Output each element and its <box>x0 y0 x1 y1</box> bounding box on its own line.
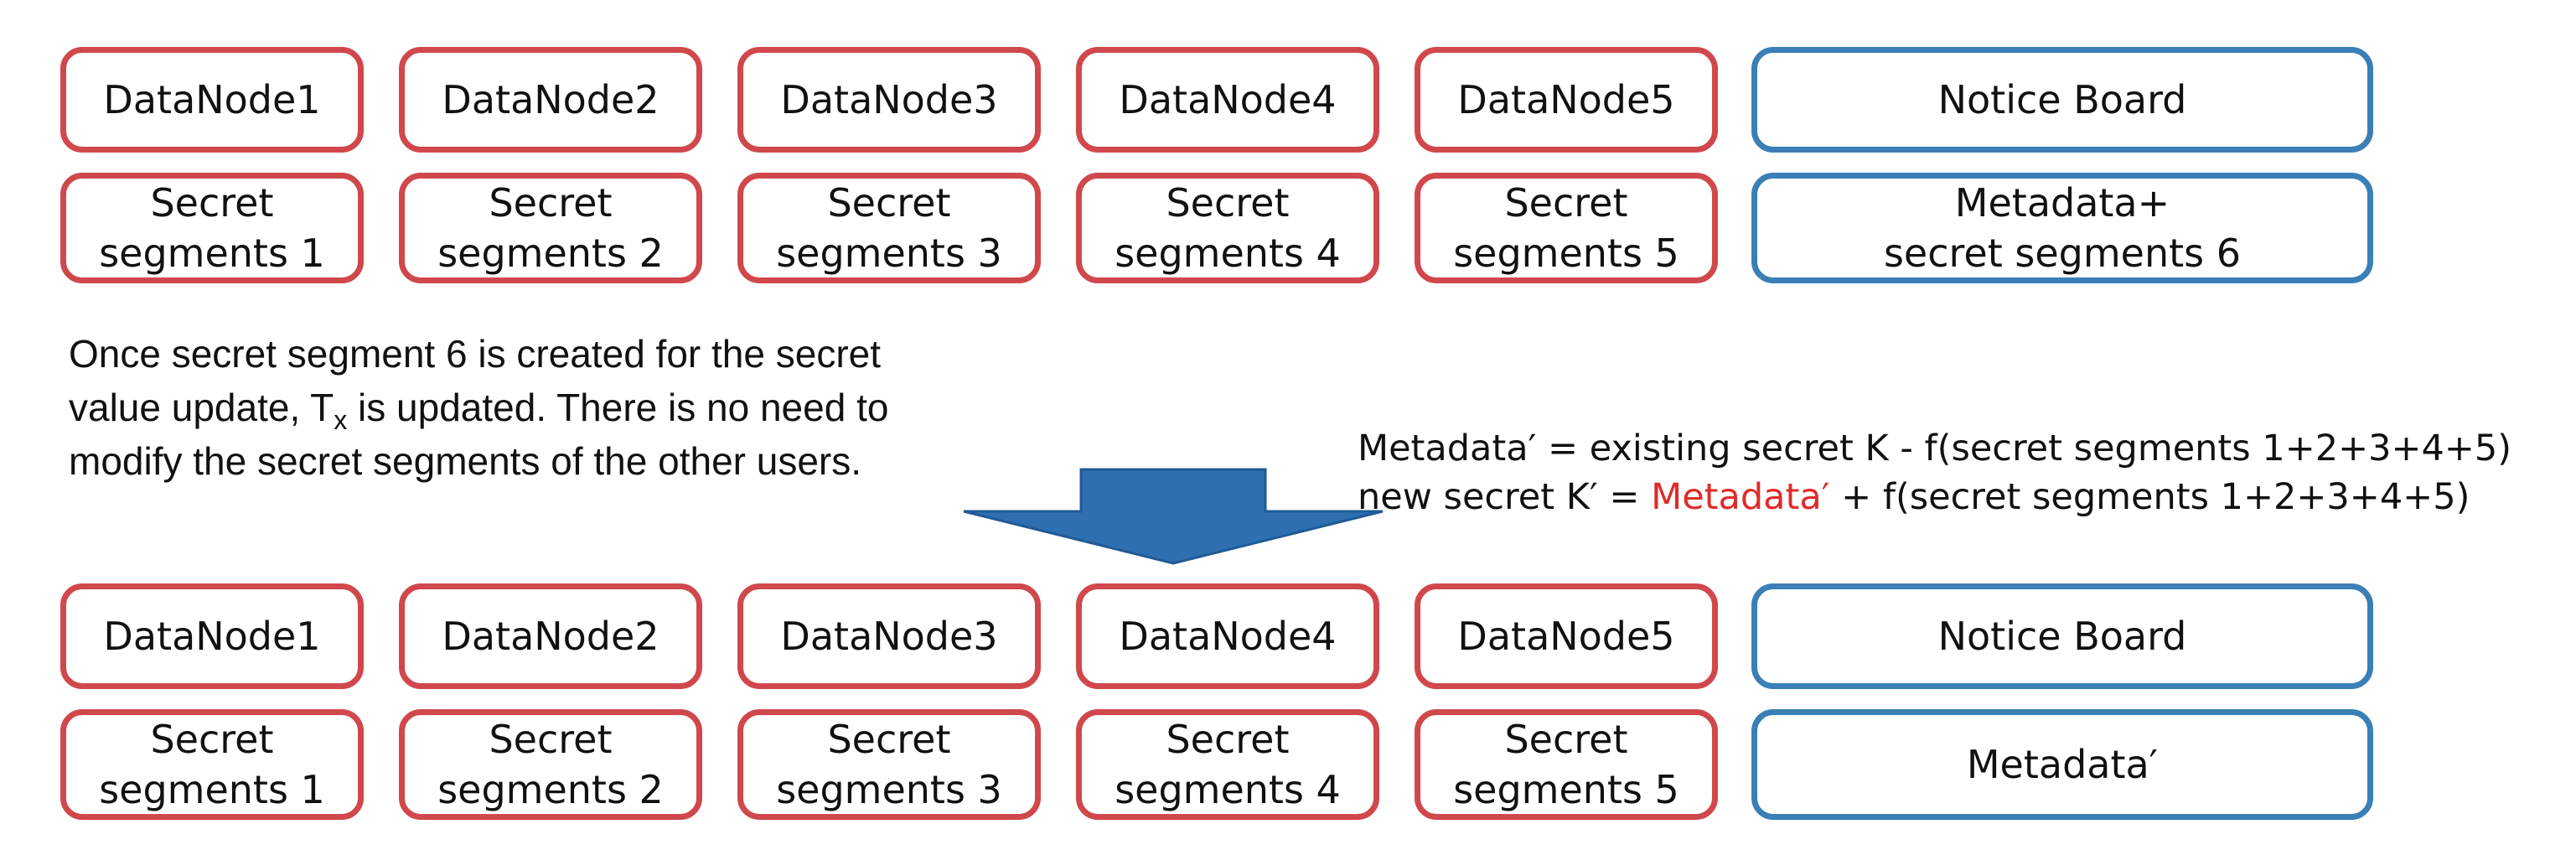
top-segment-1-line2: segments 1 <box>99 231 325 276</box>
bottom-segment-4: Secret segments 4 <box>1076 709 1379 820</box>
top-segment-2: Secret segments 2 <box>399 173 702 283</box>
top-notice-content: Metadata+ secret segments 6 <box>1751 173 2373 283</box>
bottom-datanode-2: DataNode2 <box>399 583 702 689</box>
metadata-formula: Metadata′ = existing secret K - f(secret… <box>1358 428 2512 469</box>
top-segment-1-line1: Secret <box>150 180 274 226</box>
bottom-datanode-3-label: DataNode3 <box>780 614 998 659</box>
update-note-line1: Once secret segment 6 is created for the… <box>69 332 882 376</box>
bottom-notice-board-label: Notice Board <box>1937 614 2187 659</box>
top-datanode-2-label: DataNode2 <box>442 77 660 122</box>
bottom-datanode-5: DataNode5 <box>1415 583 1718 689</box>
top-notice-content-line1: Metadata+ <box>1954 180 2170 226</box>
top-datanode-4: DataNode4 <box>1076 47 1379 153</box>
update-note-line2-start: value update, T <box>69 386 334 429</box>
top-notice-board: Notice Board <box>1751 47 2373 153</box>
top-datanode-3: DataNode3 <box>737 47 1041 153</box>
new-secret-formula: new secret K′ = Metadata′ + f(secret seg… <box>1358 473 2470 521</box>
bottom-segment-1-line2: segments 1 <box>99 767 325 812</box>
top-datanode-1: DataNode1 <box>60 47 364 153</box>
bottom-datanode-1: DataNode1 <box>60 583 364 689</box>
top-segment-5-line1: Secret <box>1504 180 1628 226</box>
bottom-segment-3-line2: segments 3 <box>776 767 1002 812</box>
top-segment-3-line1: Secret <box>827 180 951 226</box>
top-datanode-4-label: DataNode4 <box>1119 77 1337 122</box>
update-note-line2-end: is updated. There is no need to <box>347 386 889 429</box>
top-notice-board-label: Notice Board <box>1937 77 2187 122</box>
bottom-notice-board: Notice Board <box>1751 583 2373 689</box>
top-segment-4-line2: segments 4 <box>1115 231 1341 276</box>
down-arrow-shape <box>963 468 1384 565</box>
new-secret-suffix: + f(secret segments 1+2+3+4+5) <box>1829 476 2470 518</box>
bottom-notice-content: Metadata′ <box>1751 709 2373 820</box>
top-segment-2-line1: Secret <box>489 180 613 226</box>
bottom-segment-3-line1: Secret <box>827 717 951 762</box>
bottom-datanode-1-label: DataNode1 <box>103 614 321 659</box>
bottom-datanode-4: DataNode4 <box>1076 583 1379 689</box>
bottom-segment-1: Secret segments 1 <box>60 709 364 820</box>
update-note-line3: modify the secret segments of the other … <box>69 439 862 483</box>
top-notice-content-line2: secret segments 6 <box>1883 231 2242 276</box>
bottom-segment-2-line1: Secret <box>489 717 613 762</box>
bottom-segment-4-line1: Secret <box>1166 717 1290 762</box>
update-note-subscript: x <box>334 405 348 435</box>
top-segment-4-line1: Secret <box>1166 180 1290 226</box>
bottom-datanode-4-label: DataNode4 <box>1119 614 1337 659</box>
update-note-line2: value update, Tx is updated. There is no… <box>69 381 1074 434</box>
bottom-segment-5-line2: segments 5 <box>1453 767 1679 812</box>
bottom-datanode-5-label: DataNode5 <box>1457 614 1675 659</box>
bottom-segment-2-line2: segments 2 <box>437 767 664 812</box>
bottom-segment-4-line2: segments 4 <box>1115 767 1341 812</box>
top-segment-1: Secret segments 1 <box>60 173 364 283</box>
bottom-notice-content-label: Metadata′ <box>1966 742 2159 787</box>
top-segment-3-line2: segments 3 <box>776 231 1002 276</box>
top-datanode-5: DataNode5 <box>1415 47 1718 153</box>
top-datanode-5-label: DataNode5 <box>1457 77 1675 122</box>
top-segment-5-line2: segments 5 <box>1453 231 1679 276</box>
top-segment-3: Secret segments 3 <box>737 173 1041 283</box>
top-segment-2-line2: segments 2 <box>437 231 664 276</box>
top-segment-5: Secret segments 5 <box>1415 173 1718 283</box>
top-datanode-1-label: DataNode1 <box>103 77 321 122</box>
bottom-segment-2: Secret segments 2 <box>399 709 702 820</box>
metadata-prime-highlight: Metadata′ <box>1651 476 1830 518</box>
bottom-datanode-3: DataNode3 <box>737 583 1041 689</box>
new-secret-prefix: new secret K′ = <box>1358 476 1652 518</box>
bottom-segment-5: Secret segments 5 <box>1415 709 1718 820</box>
bottom-segment-1-line1: Secret <box>150 717 274 762</box>
top-datanode-3-label: DataNode3 <box>780 77 998 122</box>
top-datanode-2: DataNode2 <box>399 47 702 153</box>
bottom-datanode-2-label: DataNode2 <box>442 614 660 659</box>
bottom-segment-5-line1: Secret <box>1504 717 1628 762</box>
update-note: Once secret segment 6 is created for the… <box>69 327 1074 488</box>
bottom-segment-3: Secret segments 3 <box>737 709 1041 820</box>
top-segment-4: Secret segments 4 <box>1076 173 1379 283</box>
